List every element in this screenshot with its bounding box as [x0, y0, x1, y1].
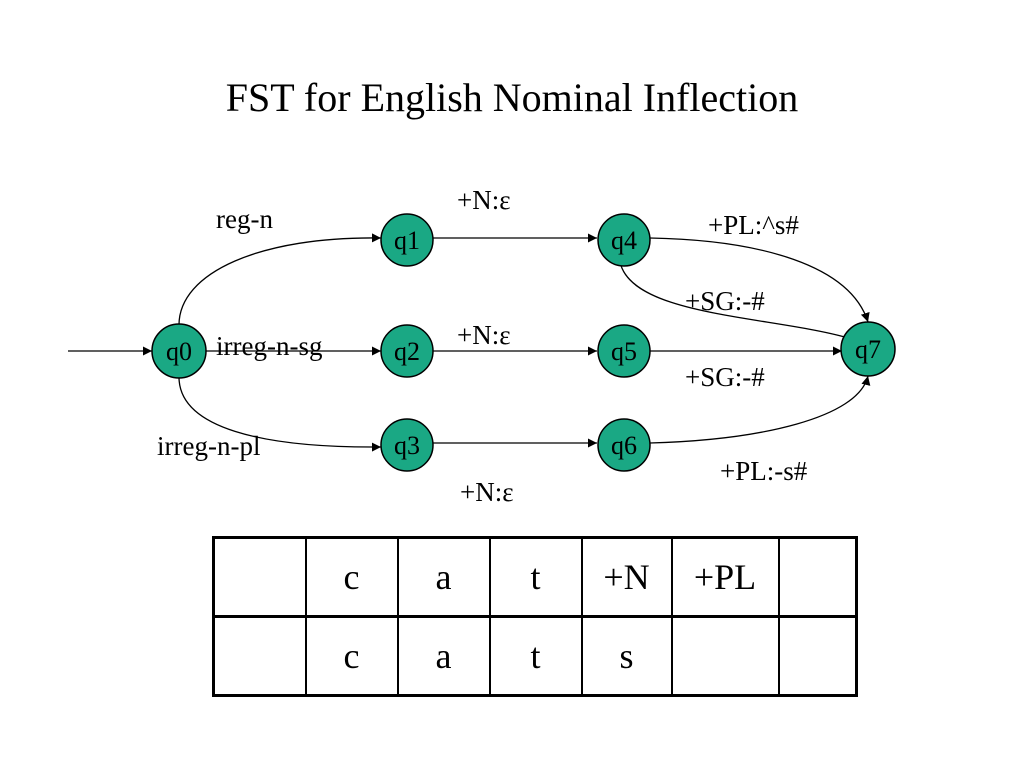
- state-q1: q1: [380, 213, 434, 267]
- state-q0-label: q0: [166, 337, 192, 366]
- edge-q0-q1: [178, 233, 382, 327]
- label-q4-q7-sg: +SG:-#: [685, 286, 765, 316]
- state-q1-label: q1: [394, 226, 420, 255]
- tape-cell: [212, 615, 307, 697]
- label-q5-q7: +SG:-#: [685, 362, 765, 392]
- state-q4: q4: [597, 213, 651, 267]
- state-q5: q5: [597, 324, 651, 378]
- edge-q0-q3: [178, 375, 382, 452]
- state-q5-label: q5: [611, 337, 637, 366]
- state-q4-label: q4: [611, 226, 637, 255]
- state-q2-label: q2: [394, 337, 420, 366]
- state-q7-label: q7: [855, 335, 881, 364]
- upper-tape-row: c a t +N +PL: [212, 536, 858, 618]
- label-irreg-n-pl: irreg-n-pl: [157, 431, 260, 461]
- state-q3: q3: [380, 418, 434, 472]
- label-irreg-n-sg: irreg-n-sg: [216, 331, 322, 361]
- tape-table: c a t +N +PL c a t s: [212, 536, 858, 697]
- tape-cell: +PL: [670, 536, 780, 618]
- fst-diagram: reg-n irreg-n-sg irreg-n-pl +N:ε +N:ε +N…: [68, 185, 896, 507]
- tape-cell: t: [488, 615, 583, 697]
- tape-cell: s: [580, 615, 673, 697]
- label-q1-q4: +N:ε: [457, 185, 511, 215]
- state-q6: q6: [597, 418, 651, 472]
- tape-cell: +N: [580, 536, 673, 618]
- page-title: FST for English Nominal Inflection: [225, 75, 799, 120]
- state-q2: q2: [380, 324, 434, 378]
- label-q2-q5: +N:ε: [457, 320, 511, 350]
- label-q6-q7: +PL:-s#: [720, 456, 808, 486]
- tape-cell: [777, 615, 858, 697]
- label-reg-n: reg-n: [216, 204, 273, 234]
- state-q3-label: q3: [394, 431, 420, 460]
- state-q7: q7: [840, 321, 896, 377]
- state-q0: q0: [151, 323, 207, 379]
- label-q3-q6: +N:ε: [460, 477, 514, 507]
- tape-cell: [670, 615, 780, 697]
- tape-cell: a: [396, 536, 491, 618]
- tape-cell: c: [304, 615, 399, 697]
- tape-cell: [777, 536, 858, 618]
- tape-cell: t: [488, 536, 583, 618]
- edge-q4-q7-sg: [619, 261, 856, 342]
- state-q6-label: q6: [611, 431, 637, 460]
- lower-tape-row: c a t s: [212, 615, 858, 697]
- tape-cell: a: [396, 615, 491, 697]
- tape-cell: [212, 536, 307, 618]
- tape-cell: c: [304, 536, 399, 618]
- edge-q4-q7-pl: [649, 237, 870, 323]
- label-q4-q7-pl: +PL:^s#: [708, 210, 799, 240]
- edge-q6-q7: [649, 375, 871, 444]
